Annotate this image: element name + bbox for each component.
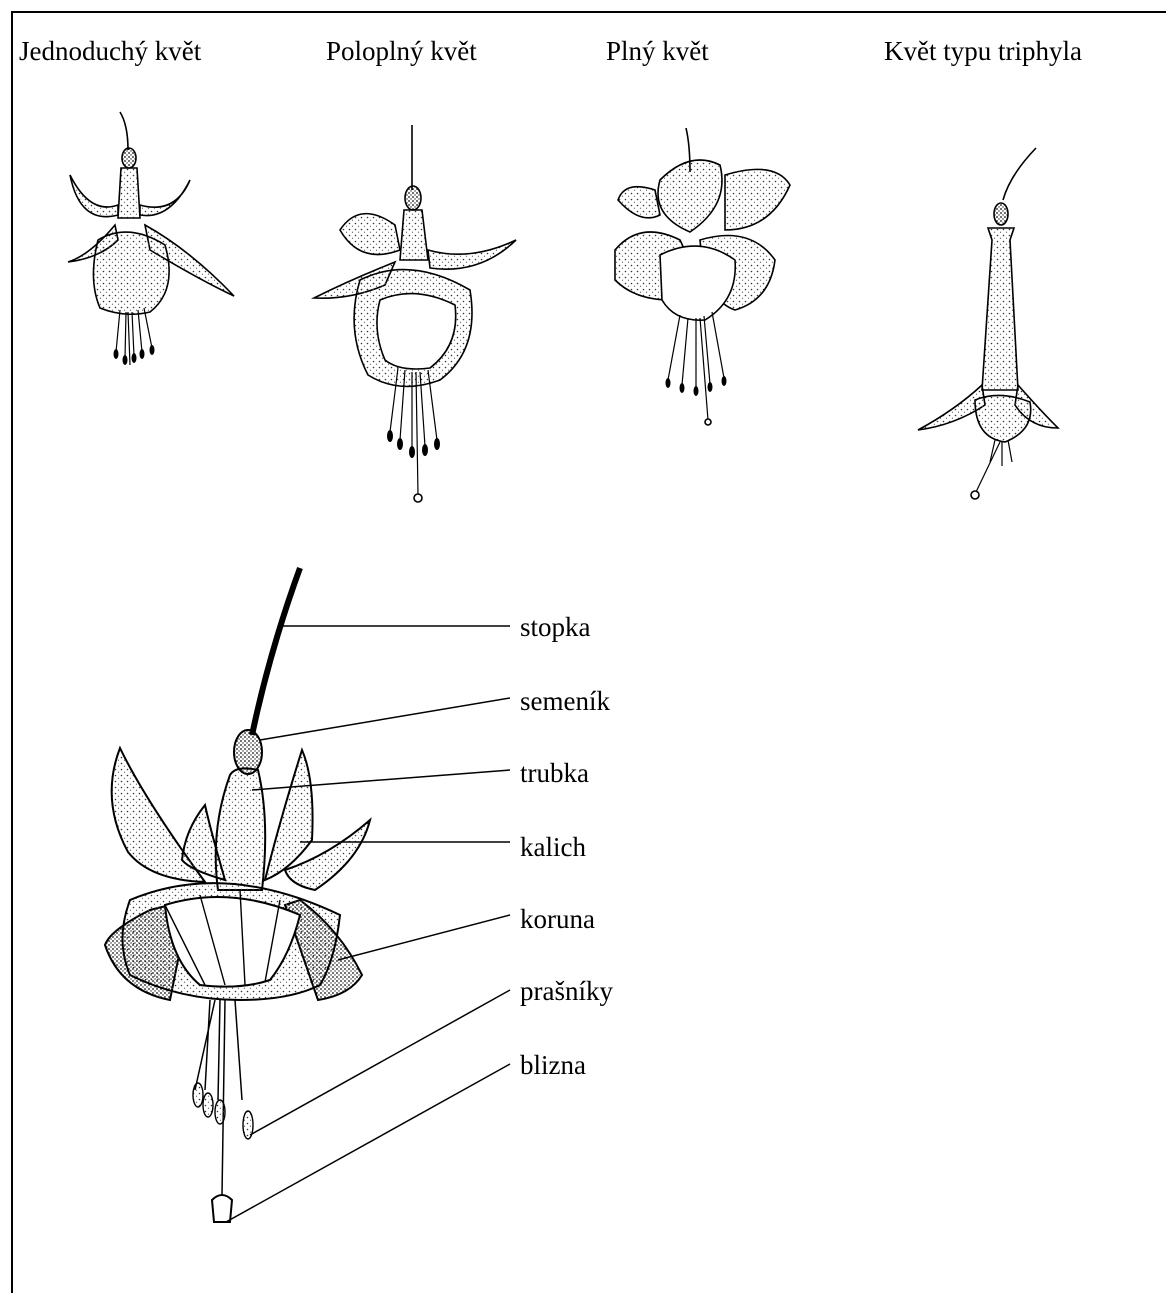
leader-line-stigma bbox=[226, 1064, 510, 1222]
label-calyx: kalich bbox=[520, 832, 586, 863]
label-stigma: blizna bbox=[520, 1050, 586, 1081]
leader-line-ovary bbox=[260, 698, 510, 740]
single-flower-illustration bbox=[68, 112, 234, 365]
label-anthers: prašníky bbox=[520, 976, 613, 1007]
labeled-flower-illustration bbox=[105, 568, 370, 1222]
triphylla-flower-illustration bbox=[918, 148, 1058, 499]
semi-double-flower-illustration bbox=[314, 125, 516, 502]
label-tube: trubka bbox=[520, 758, 589, 789]
double-flower-illustration bbox=[615, 128, 790, 425]
leader-line-tube bbox=[252, 770, 510, 790]
label-ovary: semeník bbox=[520, 686, 610, 717]
leader-line-anthers bbox=[250, 990, 510, 1135]
label-corolla: koruna bbox=[520, 904, 595, 935]
leader-line-corolla bbox=[338, 915, 510, 960]
label-stalk: stopka bbox=[520, 612, 591, 643]
